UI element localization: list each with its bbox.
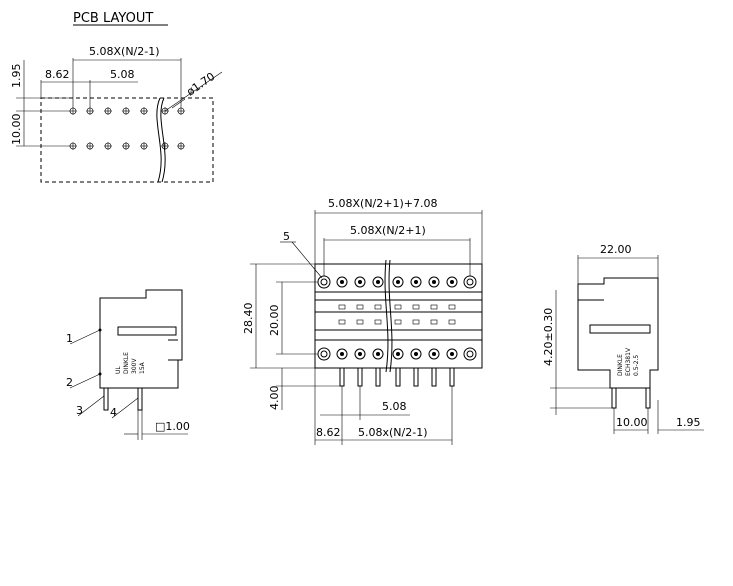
pcb-dim-pitch-group-label: 5.08X(N/2-1) xyxy=(89,45,160,58)
pcb-dim-vertical: 1.95 10.00 xyxy=(10,60,70,147)
pcb-holes-row-1 xyxy=(69,107,185,115)
front-dim-overall-label: 5.08X(N/2+1)+7.08 xyxy=(328,197,437,210)
left-pin-2 xyxy=(137,387,143,411)
pcb-dim-pitch-group: 5.08X(N/2-1) xyxy=(72,45,182,108)
left-side-markings: DINKLE 300V 15A UL xyxy=(115,352,146,374)
pcb-outline xyxy=(40,97,214,183)
front-callout-5: 5 xyxy=(280,230,323,279)
svg-text:15A: 15A xyxy=(139,361,146,374)
front-dim-pitch-label: 5.08 xyxy=(382,400,407,413)
front-break-line xyxy=(384,259,389,373)
right-side-markings: DINKLE ECH381V 0.5-2.5 xyxy=(617,347,640,376)
front-dim-vertical: 28.40 20.00 4.00 xyxy=(242,263,340,411)
right-dim-depth-label: 22.00 xyxy=(600,243,632,256)
pcb-dim-pitch-label: 5.08 xyxy=(110,68,135,81)
callout-1: 1 xyxy=(66,332,73,345)
pcb-dim-offset-label: 8.62 xyxy=(45,68,70,81)
callout-5: 5 xyxy=(283,230,290,243)
front-dim-bottom: 5.08 8.62 5.08x(N/2-1) xyxy=(314,368,453,445)
front-dim-span-label: 5.08X(N/2+1) xyxy=(350,224,426,237)
title-text: PCB LAYOUT xyxy=(73,11,153,26)
right-dim-height: 4.20±0.30 xyxy=(542,290,612,415)
svg-text:0.5-2.5: 0.5-2.5 xyxy=(633,355,640,376)
right-dim-depth: 22.00 xyxy=(577,243,659,284)
callout-4: 4 xyxy=(110,406,117,419)
right-dim-height-label: 4.20±0.30 xyxy=(542,308,555,366)
right-side-body xyxy=(577,277,659,389)
svg-text:UL: UL xyxy=(115,366,122,374)
front-windows xyxy=(338,304,456,325)
front-dim-overall: 5.08X(N/2+1)+7.08 xyxy=(314,197,483,264)
right-dim-bottom: 10.00 1.95 xyxy=(613,400,704,434)
right-dim-pin-gap-label: 1.95 xyxy=(676,416,701,429)
svg-text:DINKLE: DINKLE xyxy=(123,352,130,374)
pcb-dim-offset: 8.62 5.08 xyxy=(40,68,138,108)
pcb-layout-title: PCB LAYOUT xyxy=(73,11,168,26)
front-dim-pin-length-label: 4.00 xyxy=(268,386,281,411)
callout-2: 2 xyxy=(66,376,73,389)
svg-text:300V: 300V xyxy=(131,358,138,374)
pcb-dim-hole-label: ø1.70 xyxy=(184,70,217,99)
right-side-view: DINKLE ECH381V 0.5-2.5 22.00 4.20±0.30 xyxy=(542,243,704,434)
front-dim-height-body-label: 20.00 xyxy=(268,305,281,337)
right-pin-2 xyxy=(645,387,651,409)
left-side-body xyxy=(99,289,183,389)
right-dim-pin-offset-label: 10.00 xyxy=(616,416,648,429)
left-dim-pin-square: □1.00 xyxy=(124,410,190,440)
front-dim-offset-label: 8.62 xyxy=(316,426,341,439)
front-view: 5 5.08X(N/2+1)+7.08 5.08X(N/2+1) 28.40 xyxy=(242,197,483,445)
pcb-break-line xyxy=(156,97,162,183)
left-pin-1 xyxy=(103,387,109,411)
pcb-dim-row-spacing-label: 10.00 xyxy=(10,114,23,146)
pcb-dim-top-label: 1.95 xyxy=(10,64,23,89)
svg-text:ECH381V: ECH381V xyxy=(625,347,632,376)
pcb-holes-row-2 xyxy=(69,142,185,150)
front-dim-height-total-label: 28.40 xyxy=(242,303,255,335)
left-callouts: 1 2 3 4 xyxy=(66,329,139,419)
front-screws-top xyxy=(317,275,477,289)
front-dim-span: 5.08X(N/2+1) xyxy=(323,224,471,276)
left-side-view: DINKLE 300V 15A UL 1 2 3 4 □1.00 xyxy=(66,289,190,440)
left-dim-pin-square-label: □1.00 xyxy=(155,420,190,433)
right-pin-1 xyxy=(611,387,617,409)
svg-text:DINKLE: DINKLE xyxy=(617,354,624,376)
front-pins xyxy=(339,367,455,387)
front-dim-bottom-span-label: 5.08x(N/2-1) xyxy=(358,426,428,439)
pcb-layout-view: 5.08X(N/2-1) 8.62 5.08 ø1.70 1.95 10.00 xyxy=(10,45,223,183)
callout-3: 3 xyxy=(76,404,83,417)
front-screws-bottom xyxy=(317,347,477,361)
